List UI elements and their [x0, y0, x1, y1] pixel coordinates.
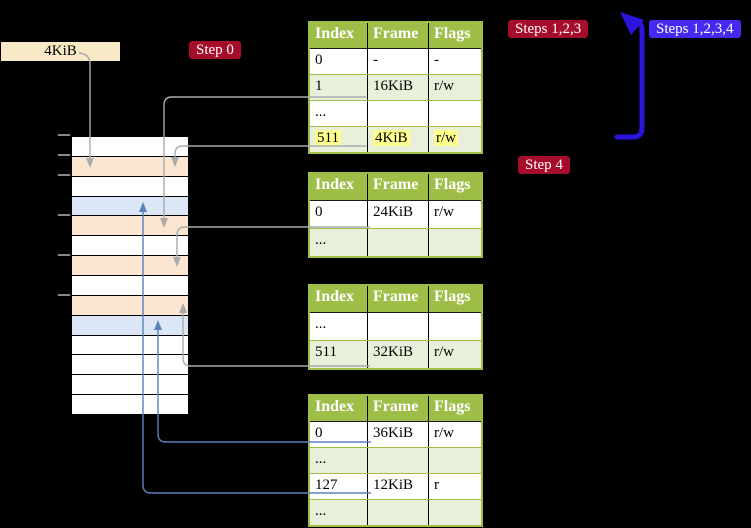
- frame-size-label: 4KiB: [1, 42, 120, 61]
- highlighted-cell: r/w: [434, 130, 458, 146]
- page-table-mid-b: Index Frame Flags ... 511 32KiB r/w: [308, 284, 483, 370]
- column-header: Index: [315, 25, 355, 42]
- column-header: Frame: [367, 286, 428, 312]
- highlighted-cell: 511: [315, 130, 341, 146]
- table-row: 1 16KiB r/w: [310, 74, 481, 100]
- memory-tick: [58, 134, 70, 136]
- memory-column: [70, 135, 190, 416]
- table-header-row: Index Frame Flags: [310, 174, 481, 201]
- memory-frame-row-blue: [72, 195, 188, 216]
- memory-frame-row-peach: [72, 255, 188, 276]
- table-row-highlighted: 511 4KiB r/w: [310, 126, 481, 152]
- table-row: 0 - -: [310, 49, 481, 74]
- memory-tick: [58, 214, 70, 216]
- column-header: Frame: [367, 396, 428, 421]
- step0-badge: Step 0: [189, 41, 241, 59]
- memory-tick: [58, 254, 70, 256]
- memory-frame-row-peach: [72, 215, 188, 236]
- memory-frame-row-white: [72, 394, 188, 415]
- memory-frame-row-white: [72, 235, 188, 256]
- arrowhead: [620, 12, 644, 35]
- highlighted-cell: 4KiB: [373, 130, 410, 146]
- column-header: Flags: [428, 286, 481, 312]
- memory-tick: [58, 154, 70, 156]
- table-header-row: Index Frame Flags: [310, 23, 481, 49]
- memory-frame-row-peach: [72, 155, 188, 176]
- column-header: Index: [315, 288, 355, 305]
- column-header: Index: [315, 176, 355, 193]
- steps1234-badge: Steps 1,2,3,4: [649, 20, 741, 38]
- column-header: Flags: [428, 23, 481, 48]
- table-row: ...: [310, 100, 481, 126]
- steps123-badge: Steps 1,2,3: [508, 20, 589, 38]
- memory-frame-row-peach: [72, 294, 188, 315]
- table-row: ...: [310, 499, 481, 525]
- table-row: ...: [310, 313, 481, 340]
- memory-frame-row-white: [72, 175, 188, 196]
- table-header-row: Index Frame Flags: [310, 286, 481, 313]
- memory-frame-row-white: [72, 374, 188, 395]
- page-table-top: Index Frame Flags 0 - - 1 16KiB r/w ... …: [308, 21, 483, 154]
- page-table-leaf: Index Frame Flags 0 36KiB r/w ... 127 12…: [308, 394, 483, 527]
- column-header: Frame: [367, 174, 428, 200]
- page-table-mid-a: Index Frame Flags 0 24KiB r/w ...: [308, 172, 483, 258]
- memory-frame-row-white: [72, 354, 188, 375]
- memory-frame-row-white: [72, 334, 188, 355]
- column-header: Flags: [428, 174, 481, 200]
- table-row: 127 12KiB r: [310, 473, 481, 499]
- table-header-row: Index Frame Flags: [310, 396, 481, 422]
- column-header: Index: [315, 398, 355, 415]
- step4-badge: Step 4: [518, 156, 570, 174]
- table-row: ...: [310, 228, 481, 256]
- column-header: Flags: [428, 396, 481, 421]
- memory-frame-row-white: [72, 137, 188, 156]
- table-row: 0 24KiB r/w: [310, 201, 481, 228]
- table-row: ...: [310, 447, 481, 473]
- arrow-steps-loop: [614, 18, 645, 140]
- column-header: Frame: [367, 23, 428, 48]
- memory-tick: [58, 294, 70, 296]
- table-row: 511 32KiB r/w: [310, 340, 481, 368]
- memory-tick: [58, 174, 70, 176]
- table-row: 0 36KiB r/w: [310, 422, 481, 447]
- memory-frame-row-blue: [72, 314, 188, 335]
- memory-frame-row-white: [72, 275, 188, 295]
